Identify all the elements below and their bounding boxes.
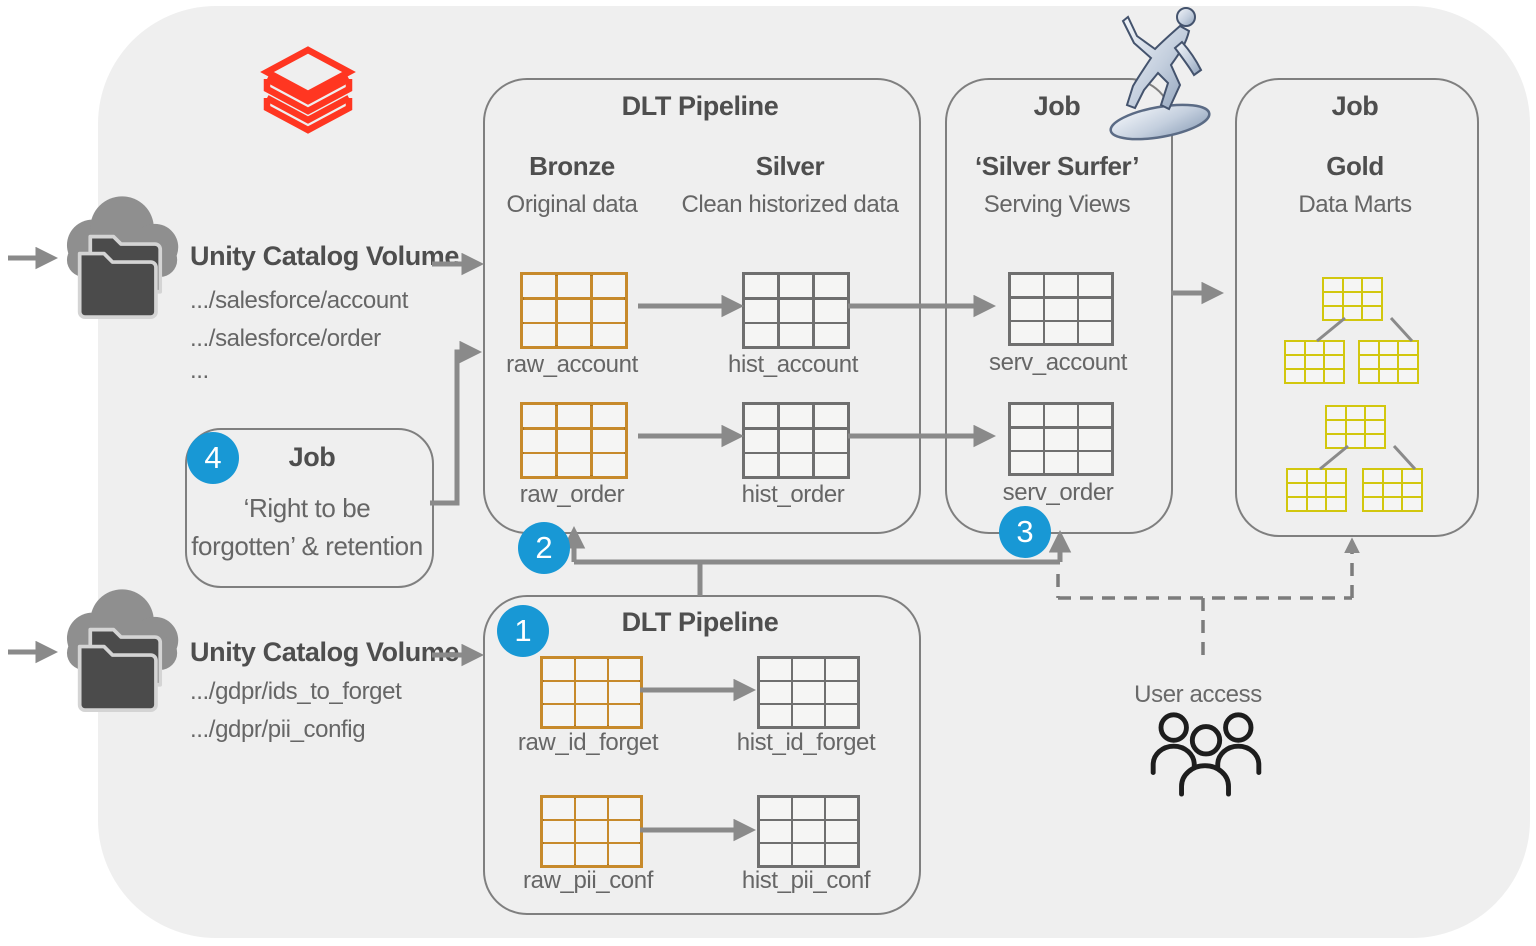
table-icon-hist-order <box>742 402 850 479</box>
bronze-header: Bronze <box>529 151 615 181</box>
gold-table-icon <box>1358 340 1419 384</box>
volume1-path: .../salesforce/order <box>190 325 381 352</box>
table-icon-serv-account <box>1008 272 1114 346</box>
gold-table-icon <box>1325 405 1386 449</box>
cloud-folder-icon <box>66 589 179 713</box>
user-access-label: User access <box>1134 681 1262 708</box>
table-icon-raw-id-forget <box>540 656 643 729</box>
table-icon-hist-id-forget <box>757 656 860 729</box>
silver-subtitle: Clean historized data <box>681 191 899 218</box>
volume2-path: .../gdpr/ids_to_forget <box>190 678 402 705</box>
cloud-folder-icon <box>66 196 179 320</box>
serving-job-name: ‘Silver Surfer’ <box>974 151 1140 181</box>
step-badge-4: 4 <box>187 432 239 484</box>
step-badge-1: 1 <box>497 605 549 657</box>
gold-job-title: Job <box>1331 91 1379 121</box>
gold-table-icon <box>1362 468 1423 512</box>
gdpr-dlt-pipeline-title: DLT Pipeline <box>621 607 779 637</box>
gold-job-box <box>1235 78 1479 537</box>
serving-job-title: Job <box>1033 91 1081 121</box>
retention-job-box <box>185 428 434 588</box>
serving-job-subtitle: Serving Views <box>983 191 1131 218</box>
table-label: hist_account <box>728 351 858 378</box>
dlt-pipeline-title: DLT Pipeline <box>621 91 779 121</box>
gold-table-icon <box>1286 468 1347 512</box>
table-label: raw_pii_conf <box>523 867 653 894</box>
table-label: raw_account <box>506 351 638 378</box>
retention-job-line2: forgotten’ & retention <box>191 531 423 561</box>
silver-surfer-image <box>1109 7 1211 141</box>
table-label: serv_order <box>1002 479 1114 506</box>
silver-header: Silver <box>755 151 825 181</box>
table-icon-raw-order <box>520 402 628 479</box>
retention-job-line1: ‘Right to be <box>243 493 371 523</box>
table-icon-raw-account <box>520 272 628 349</box>
gold-table-icon <box>1322 277 1383 321</box>
table-label: hist_pii_conf <box>741 867 871 894</box>
volume1-path: ... <box>190 357 209 384</box>
step-badge-2: 2 <box>518 522 570 574</box>
table-icon-raw-pii-conf <box>540 795 643 868</box>
step-badge-3: 3 <box>999 506 1051 558</box>
volume2-path: .../gdpr/pii_config <box>190 716 366 743</box>
volume1-title: Unity Catalog Volume <box>190 241 460 271</box>
retention-job-title: Job <box>288 442 336 472</box>
table-label: raw_id_forget <box>517 729 659 756</box>
gold-job-subtitle: Data Marts <box>1298 191 1412 218</box>
gold-table-icon <box>1284 340 1345 384</box>
table-label: hist_id_forget <box>736 729 876 756</box>
table-icon-serv-order <box>1008 402 1114 476</box>
gdpr-dlt-pipeline-box <box>483 595 921 915</box>
table-label: hist_order <box>741 481 845 508</box>
people-icon <box>1150 712 1262 797</box>
volume1-path: .../salesforce/account <box>190 287 408 314</box>
gold-job-name: Gold <box>1326 151 1384 181</box>
bronze-subtitle: Original data <box>506 191 638 218</box>
table-label: raw_order <box>519 481 625 508</box>
table-label: serv_account <box>989 349 1127 376</box>
databricks-logo-icon <box>260 46 356 134</box>
table-icon-hist-account <box>742 272 850 349</box>
volume2-title: Unity Catalog Volume <box>190 637 460 667</box>
table-icon-hist-pii-conf <box>757 795 860 868</box>
